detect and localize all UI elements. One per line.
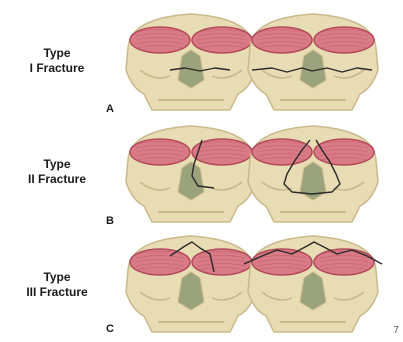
skull-panel-c-right (232, 232, 394, 336)
eye-muscle-left (252, 139, 312, 165)
skull-illustration (232, 122, 394, 226)
row-label-line2: I Fracture (12, 61, 102, 76)
nasal-cavity (178, 272, 204, 310)
eye-muscle-left (252, 27, 312, 53)
row-label-line1: Type (12, 157, 102, 172)
row-label-line1: Type (12, 46, 102, 61)
skull-illustration (232, 232, 394, 336)
skull-panel-a-right (232, 10, 394, 114)
row-label-type-1: Type I Fracture (12, 46, 102, 76)
row-label-line2: III Fracture (12, 285, 102, 300)
eye-muscle-left (252, 249, 312, 275)
row-label-line2: II Fracture (12, 172, 102, 187)
eye-muscle-right (314, 249, 374, 275)
nasal-cavity (178, 162, 204, 200)
eye-muscle-left (130, 139, 190, 165)
row-label-type-2: Type II Fracture (12, 157, 102, 187)
corner-mark: 7 (393, 325, 399, 336)
row-label-type-3: Type III Fracture (12, 270, 102, 300)
eye-muscle-left (130, 27, 190, 53)
skull-illustration (232, 10, 394, 114)
eye-muscle-left (130, 249, 190, 275)
row-label-line1: Type (12, 270, 102, 285)
skull-panel-b-right (232, 122, 394, 226)
nasal-cavity (300, 272, 326, 310)
eye-muscle-right (314, 27, 374, 53)
